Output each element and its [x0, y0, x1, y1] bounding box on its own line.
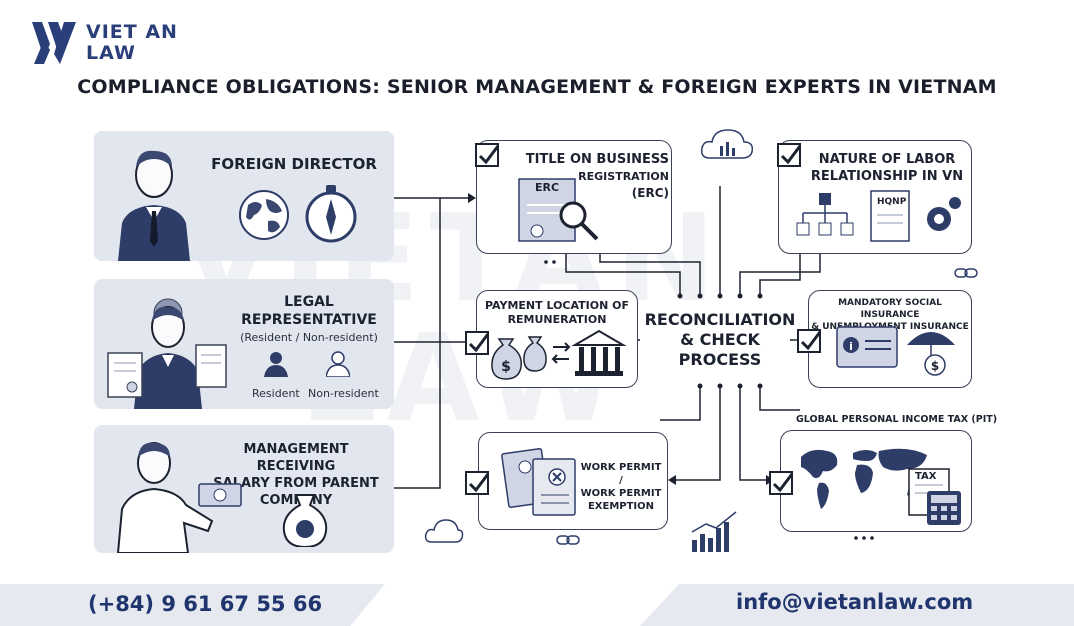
checkbox-checked-icon[interactable]: [464, 330, 492, 358]
labor-title: NATURE OF LABOR RELATIONSHIP IN VN: [810, 152, 964, 184]
org-chart-icon: [796, 190, 961, 242]
box-payment-location: PAYMENT LOCATION OF REMUNERATION $: [476, 290, 638, 388]
cloud-icon: [700, 129, 754, 159]
erc-document-icon: [518, 178, 599, 242]
link-icon: [556, 535, 580, 545]
work-permit-title: WORK PERMIT / WORK PERMIT EXEMPTION: [580, 462, 662, 512]
box-work-permit: WORK PERMIT / WORK PERMIT EXEMPTION: [478, 432, 668, 530]
resident-label: Resident: [252, 387, 300, 400]
checkbox-checked-icon[interactable]: [796, 328, 824, 356]
chain-link-icon: [954, 268, 978, 278]
legal-rep-subtitle: (Resident / Non-resident): [240, 331, 378, 344]
logo-text: VIET AN LAW: [86, 21, 178, 64]
hqnp-label: HQNP: [877, 197, 907, 207]
checkbox-checked-icon[interactable]: [464, 470, 492, 498]
pit-title: GLOBAL PERSONAL INCOME TAX (PIT): [796, 414, 998, 425]
panel-foreign-director: FOREIGN DIRECTOR: [94, 131, 394, 261]
checkbox-checked-icon[interactable]: [768, 470, 796, 498]
phone-number-link[interactable]: (+84) 9 61 67 55 66: [88, 592, 323, 616]
email-link[interactable]: info@vietanlaw.com: [736, 590, 974, 614]
box-social-insurance: MANDATORY SOCIAL INSURANCE & UNEMPLOYMEN…: [808, 290, 972, 388]
money-to-bank-icon: $: [491, 329, 627, 380]
reconciliation-process-label: RECONCILIATION & CHECK PROCESS: [644, 310, 796, 369]
checkbox-checked-icon[interactable]: [474, 142, 502, 170]
resident-person-icon: [264, 352, 288, 377]
globe-icon: [239, 190, 289, 240]
svg-text:$: $: [931, 359, 939, 373]
foreign-director-title: FOREIGN DIRECTOR: [211, 155, 377, 173]
checkbox-checked-icon[interactable]: [776, 142, 804, 170]
director-person-icon: [118, 150, 190, 261]
erc-title: TITLE ON BUSINESS REGISTRATION (ERC): [525, 152, 669, 200]
compass-icon: [305, 185, 357, 243]
cash-icon: [198, 483, 242, 507]
svg-text:i: i: [849, 340, 853, 353]
company-logo[interactable]: VIET AN LAW: [30, 18, 190, 70]
non-resident-label: Non-resident: [308, 387, 379, 400]
svg-text:$: $: [501, 359, 511, 375]
footer-phone-band: [0, 584, 385, 626]
cloud-upload-icon: [424, 519, 464, 543]
legal-rep-title: LEGAL REPRESENTATIVE: [241, 294, 377, 328]
panel-management-salary: MANAGEMENT RECEIVING SALARY FROM PARENT …: [94, 425, 394, 553]
world-map-tax-icon: [801, 448, 961, 525]
non-resident-person-icon: [326, 351, 350, 377]
panel-legal-representative: LEGAL REPRESENTATIVE (Resident / Non-res…: [94, 279, 394, 409]
work-permit-documents-icon: [501, 447, 576, 516]
box-erc-title: TITLE ON BUSINESS REGISTRATION (ERC) ERC: [476, 140, 672, 254]
growth-chart-icon: [691, 511, 737, 552]
insurance-card-umbrella-icon: i $: [836, 326, 955, 376]
payment-title: PAYMENT LOCATION OF REMUNERATION: [484, 299, 630, 326]
management-salary-title: MANAGEMENT RECEIVING SALARY FROM PARENT …: [213, 442, 379, 508]
legal-rep-person-icon: [107, 298, 227, 409]
footer-email-band: [640, 584, 1074, 626]
box-labor-relationship: NATURE OF LABOR RELATIONSHIP IN VN HQNP: [778, 140, 972, 254]
manager-person-icon: [116, 442, 214, 553]
tax-doc-label: TAX: [915, 471, 937, 482]
erc-doc-label: ERC: [535, 181, 560, 194]
box-personal-income-tax: TAX: [780, 430, 972, 532]
page-title: COMPLIANCE OBLIGATIONS: SENIOR MANAGEMEN…: [77, 76, 997, 98]
logo-mark-icon: [32, 22, 76, 64]
